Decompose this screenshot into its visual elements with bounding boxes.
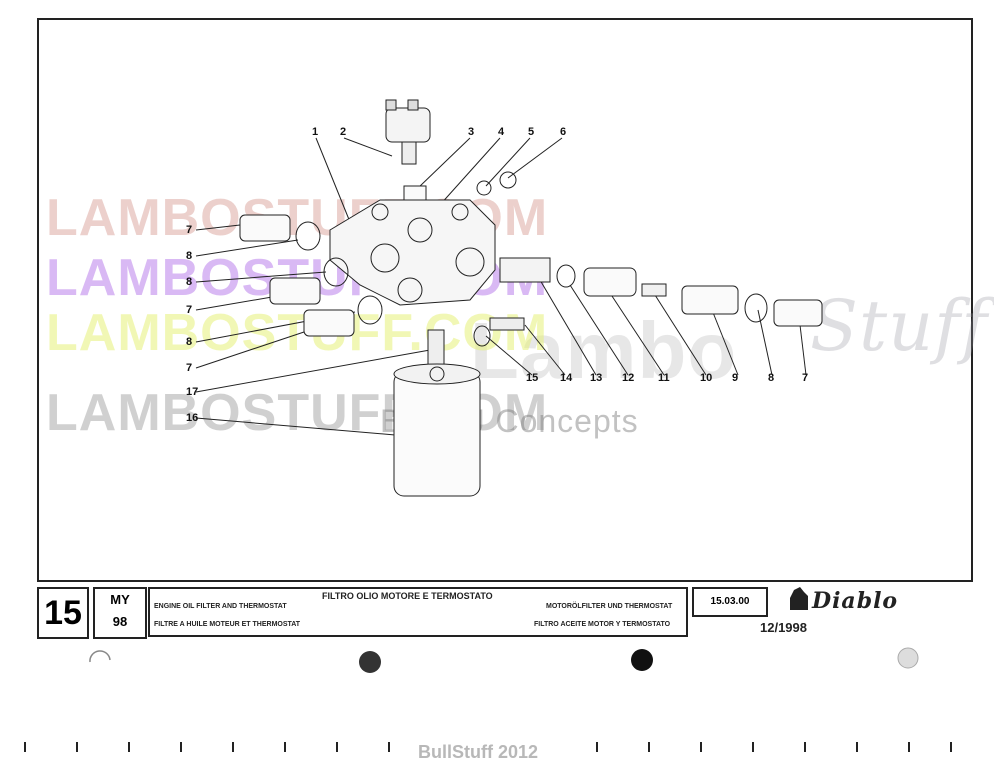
callout-14: 14	[560, 372, 573, 384]
section-number-box: 15	[37, 587, 89, 639]
callout-13: 13	[590, 372, 603, 384]
callout-7-second: 7	[186, 304, 193, 316]
title-spanish: FILTRO ACEITE MOTOR Y TERMOSTATO	[534, 621, 671, 628]
margin-tick	[388, 742, 390, 752]
section-number: 15	[44, 594, 82, 632]
callout-7-top: 7	[186, 224, 193, 236]
binder-holes	[89, 647, 919, 673]
watermark-line-3: LAMBOSTUFF.COM	[46, 304, 549, 362]
watermark-stuff-script: Stuff	[810, 285, 988, 367]
callout-7-third: 7	[186, 362, 193, 374]
model-year-value: 98	[112, 614, 128, 629]
callout-9: 9	[732, 372, 739, 384]
callout-2: 2	[340, 126, 347, 138]
title-italian: FILTRO OLIO MOTORE E TERMOSTATO	[322, 591, 493, 601]
margin-tick	[804, 742, 806, 752]
callout-4: 4	[498, 126, 505, 138]
callout-12: 12	[622, 372, 635, 384]
callout-5: 5	[528, 126, 535, 138]
callout-8-second: 8	[186, 276, 193, 288]
edition-date: 12/1998	[760, 620, 807, 635]
margin-tick	[700, 742, 702, 752]
callout-15: 15	[526, 372, 539, 384]
margin-tick	[336, 742, 338, 752]
margin-tick	[856, 742, 858, 752]
margin-tick	[76, 742, 78, 752]
callout-10: 10	[700, 372, 713, 384]
page-code: 15.03.00	[710, 596, 750, 607]
callout-8-right: 8	[768, 372, 775, 384]
bull-logo-icon	[790, 587, 808, 610]
callout-8-third: 8	[186, 336, 193, 348]
model-year-box: MY 98	[93, 587, 147, 639]
title-english: ENGINE OIL FILTER AND THERMOSTAT	[154, 603, 287, 610]
callout-1: 1	[312, 126, 319, 138]
margin-tick	[284, 742, 286, 752]
margin-tick	[180, 742, 182, 752]
title-box: FILTRO OLIO MOTORE E TERMOSTATO ENGINE O…	[148, 587, 688, 637]
brand-logo: Diablo	[812, 588, 899, 614]
margin-tick	[24, 742, 26, 752]
margin-tick	[232, 742, 234, 752]
callout-8-top: 8	[186, 250, 193, 262]
title-german: MOTORÖLFILTER UND THERMOSTAT	[546, 603, 673, 610]
footer-credit: BullStuff 2012	[418, 742, 539, 762]
exploded-parts-diagram	[195, 99, 823, 497]
margin-tick	[128, 742, 130, 752]
callout-11: 11	[658, 372, 670, 384]
callout-17: 17	[186, 386, 199, 398]
margin-tick	[908, 742, 910, 752]
callout-6: 6	[560, 126, 567, 138]
title-french: FILTRE A HUILE MOTEUR ET THERMOSTAT	[154, 621, 301, 628]
diagram-frame	[37, 18, 973, 582]
callout-3: 3	[468, 126, 475, 138]
margin-tick	[752, 742, 754, 752]
callout-7-right: 7	[802, 372, 809, 384]
page-code-box: 15.03.00	[692, 587, 768, 617]
margin-tick	[596, 742, 598, 752]
margin-tick	[648, 742, 650, 752]
callout-16: 16	[186, 412, 199, 424]
margin-tick	[950, 742, 952, 752]
model-year-label: MY	[110, 592, 130, 607]
